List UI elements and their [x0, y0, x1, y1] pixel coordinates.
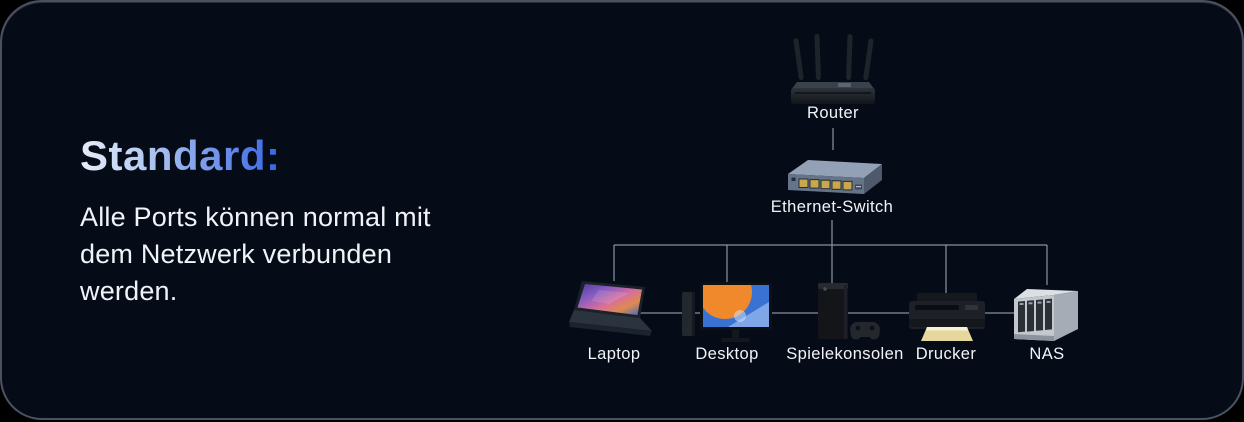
- game-console-icon: [818, 283, 880, 340]
- desktop-icon: [682, 282, 772, 342]
- ethernet-switch-icon: [788, 160, 882, 194]
- laptop-label: Laptop: [587, 345, 641, 363]
- router-icon: [791, 34, 875, 104]
- intro-paragraph: Alle Ports können normal mit dem Netzwer…: [80, 199, 540, 310]
- printer-icon: [909, 293, 985, 341]
- ethernet-switch-label: Ethernet-Switch: [770, 198, 894, 216]
- laptop-icon: [569, 281, 652, 336]
- game-console-label: Spielekonsolen: [786, 345, 904, 363]
- printer-label: Drucker: [915, 345, 977, 363]
- intro-line-2: dem Netzwerk verbunden: [80, 239, 393, 269]
- intro-heading: Standard:: [80, 132, 281, 179]
- router-label: Router: [807, 104, 859, 122]
- intro-line-1: Alle Ports können normal mit: [80, 202, 431, 232]
- nas-label: NAS: [1029, 345, 1065, 363]
- nas-icon: [1014, 289, 1078, 341]
- desktop-label: Desktop: [695, 345, 759, 363]
- intro-line-3: werden.: [80, 276, 178, 306]
